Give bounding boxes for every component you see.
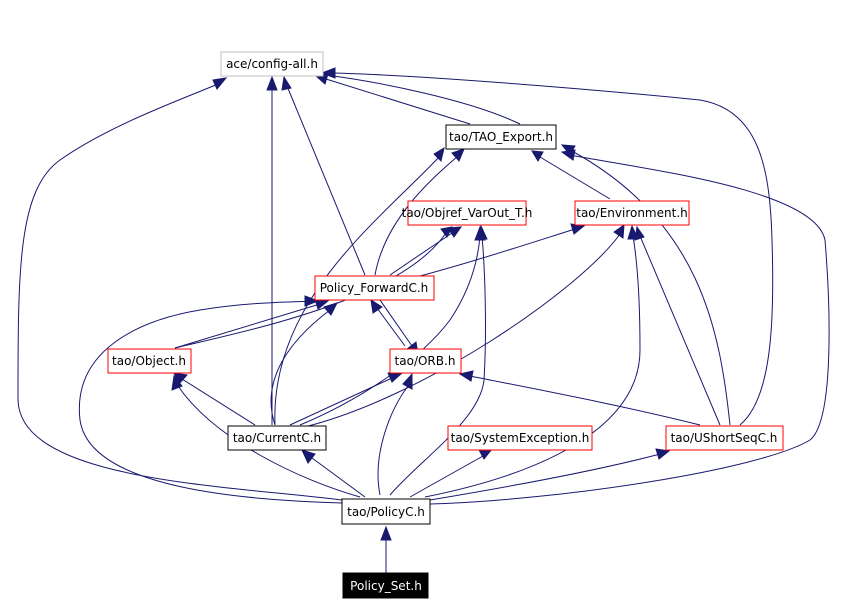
edge-arrowhead <box>370 298 383 314</box>
edge-policy-forward-to-objref <box>389 232 453 276</box>
edges <box>17 67 830 573</box>
edge-currentc-to-object <box>181 378 256 426</box>
edge-arrowhead <box>266 75 278 91</box>
edge-policyc-to-policy-forward <box>78 300 343 504</box>
node-environment[interactable]: tao/Environment.h <box>574 200 690 226</box>
edge-currentc-to-environment <box>299 233 621 429</box>
edge-ushortseq-to-orb <box>469 375 701 426</box>
node-orb[interactable]: tao/ORB.h <box>389 348 462 374</box>
node-policyc-label: tao/PolicyC.h <box>347 505 425 519</box>
node-system-exception-label: tao/SystemException.h <box>451 431 590 445</box>
edge-arrowhead <box>433 146 445 162</box>
edge-arrowhead <box>323 302 338 316</box>
edge-object-to-policy-forward <box>174 303 321 349</box>
edge-policyc-to-object <box>177 385 361 498</box>
edge-policy-forward-to-config-all <box>286 85 366 276</box>
node-objref-varout[interactable]: tao/Objref_VarOut_T.h <box>402 200 533 226</box>
edge-tao-export-to-config-all <box>325 78 471 125</box>
edge-arrowhead <box>380 525 392 541</box>
edge-arrowhead <box>440 226 453 238</box>
node-object[interactable]: tao/Object.h <box>107 348 192 374</box>
node-object-label: tao/Object.h <box>112 354 186 368</box>
nodes: ace/config-all.h tao/TAO_Export.h tao/Ob… <box>107 51 784 599</box>
edge-arrowhead <box>560 144 576 156</box>
node-config-all[interactable]: ace/config-all.h <box>220 51 324 77</box>
node-policy-forward-box <box>314 275 435 301</box>
node-policyc[interactable]: tao/PolicyC.h <box>341 498 431 525</box>
edge-policyc-to-ushortseq <box>429 453 661 501</box>
edge-orb-to-policy-forward <box>376 307 406 347</box>
edge-currentc-to-tao-export <box>274 155 441 426</box>
edge-arrowhead <box>634 225 645 241</box>
edge-ushortseq-to-environment <box>639 235 721 426</box>
node-objref-varout-box <box>407 200 527 226</box>
node-environment-box <box>574 200 690 226</box>
edge-tao-export-to-config-all-2 <box>325 74 521 125</box>
node-system-exception-box <box>447 425 593 451</box>
edge-arrowhead <box>531 150 544 162</box>
edge-currentc-to-objref <box>299 235 481 426</box>
node-current[interactable]: tao/CurrentC.h <box>227 425 327 451</box>
edge-arrowhead <box>212 77 228 90</box>
node-ushortseq[interactable]: tao/UShortSeqC.h <box>665 425 784 451</box>
edge-arrowhead <box>451 148 465 162</box>
edge-policyc-to-config-all <box>17 83 343 501</box>
edge-arrowhead <box>281 75 292 91</box>
node-orb-box <box>389 348 462 374</box>
edge-arrowhead <box>402 372 413 390</box>
edge-arrowhead <box>301 449 316 464</box>
node-policy-forward-label: Policy_ForwardC.h <box>320 281 429 295</box>
edge-policyc-to-environment <box>424 235 641 498</box>
edge-ushortseq-to-config-all <box>331 72 774 426</box>
edge-arrowhead <box>613 223 625 239</box>
edge-policyc-to-orb <box>377 385 409 496</box>
edge-arrowhead <box>173 372 188 385</box>
node-orb-label: tao/ORB.h <box>395 354 456 368</box>
node-environment-label: tao/Environment.h <box>576 206 688 220</box>
node-policyc-box <box>341 498 431 525</box>
node-policy-set[interactable]: Policy_Set.h <box>342 572 429 599</box>
node-object-box <box>107 348 192 374</box>
node-tao-export[interactable]: tao/TAO_Export.h <box>445 124 557 150</box>
edge-arrowhead <box>387 372 404 383</box>
node-system-exception[interactable]: tao/SystemException.h <box>447 425 593 451</box>
node-config-all-box <box>220 51 324 77</box>
edge-arrowhead <box>655 448 671 460</box>
edge-policy-forward-to-orb <box>379 299 413 347</box>
edge-object-to-objref <box>174 232 447 349</box>
node-policy-set-label: Policy_Set.h <box>350 579 422 593</box>
edge-policyc-to-system-exception <box>409 455 484 498</box>
node-current-box <box>227 425 327 451</box>
edge-currentc-to-policy-forward <box>270 309 331 426</box>
node-policy-set-box <box>342 572 429 599</box>
node-policy-forward[interactable]: Policy_ForwardC.h <box>314 275 435 301</box>
edge-ushortseq-to-tao-export <box>569 149 731 426</box>
edge-policy-forward-to-environment <box>419 228 576 277</box>
edge-arrowhead <box>458 370 474 382</box>
node-ushortseq-box <box>665 425 784 451</box>
node-current-label: tao/CurrentC.h <box>233 431 321 445</box>
node-ushortseq-label: tao/UShortSeqC.h <box>671 431 778 445</box>
edge-arrowhead <box>474 225 486 241</box>
edge-policyc-to-objref <box>389 235 486 496</box>
edge-environment-to-tao-export <box>539 156 611 200</box>
node-tao-export-box <box>445 124 557 150</box>
node-config-all-label: ace/config-all.h <box>226 57 318 71</box>
node-tao-export-label: tao/TAO_Export.h <box>449 130 553 144</box>
edge-policyc-to-currentc <box>311 457 366 498</box>
edge-policyc-to-tao-export <box>429 154 830 505</box>
node-objref-varout-label: tao/Objref_VarOut_T.h <box>402 206 533 220</box>
